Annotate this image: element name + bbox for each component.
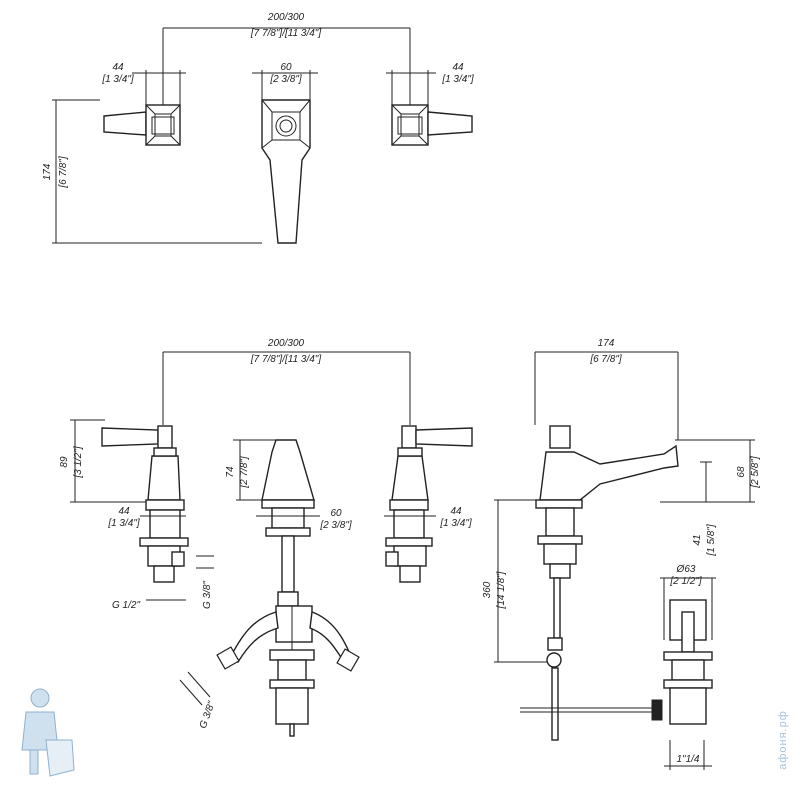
side-spout-height-label: 68 [736,466,747,478]
thread-mid-label: G 3/8" [202,581,213,609]
top-depth-label: 174 [42,163,53,180]
plumber-logo [21,688,75,777]
side-clearance-inch-label: [1 5/8"] [706,524,717,557]
top-right-handle-label: 44 [452,62,464,73]
front-height-inch-label: [3 1/2"] [73,446,84,479]
front-width-label: 200/300 [267,338,305,349]
front-left-base-inch-label: [1 3/4"] [107,518,140,529]
top-left-handle-label: 44 [112,62,124,73]
thread-left-label: G 1/2" [112,600,140,611]
front-width-inch-label: [7 7/8"]/[11 3/4"] [250,354,322,365]
top-width-inch-label: [7 7/8"]/[11 3/4"] [250,28,322,39]
spout-height-inch-label: [2 7/8"] [239,456,250,489]
top-right-handle-inch-label: [1 3/4"] [441,74,474,85]
spout-base-inch-label: [2 3/8"] [319,520,352,531]
top-spout-label: 60 [280,62,292,73]
front-right-base-inch-label: [1 3/4"] [439,518,472,529]
front-right-base-label: 44 [450,506,462,517]
drain-diameter-inch-label: [2 1/2"] [669,576,702,587]
front-height-label: 89 [59,456,70,468]
side-spout-height-inch-label: [2 5/8"] [750,456,761,489]
spout-height-label: 74 [225,466,236,478]
side-total-inch-label: [14 1/8"] [496,571,507,609]
watermark-text: афоня.рф [777,710,789,770]
top-view: 200/300 [7 7/8"]/[11 3/4"] 44 [1 3/4"] 6… [42,12,474,244]
side-total-label: 360 [482,581,493,598]
side-view: 174 [6 7/8"] 68 [2 5/8"] 41 [1 5/8"] 360… [482,338,761,770]
spout-base-label: 60 [330,508,342,519]
top-depth-inch-label: [6 7/8"] [58,156,69,189]
side-width-inch-label: [6 7/8"] [589,354,622,365]
top-spout-inch-label: [2 3/8"] [269,74,302,85]
drain-diameter-label: Ø63 [676,564,696,575]
top-width-label: 200/300 [267,12,305,23]
front-left-base-label: 44 [118,506,130,517]
drain-thread-label: 1"1/4 [676,754,699,765]
side-clearance-label: 41 [692,534,703,545]
front-view: 200/300 [7 7/8"]/[11 3/4"] 89 [3 1/2"] 4… [59,338,473,737]
side-width-label: 174 [598,338,615,349]
top-left-handle-inch-label: [1 3/4"] [101,74,134,85]
